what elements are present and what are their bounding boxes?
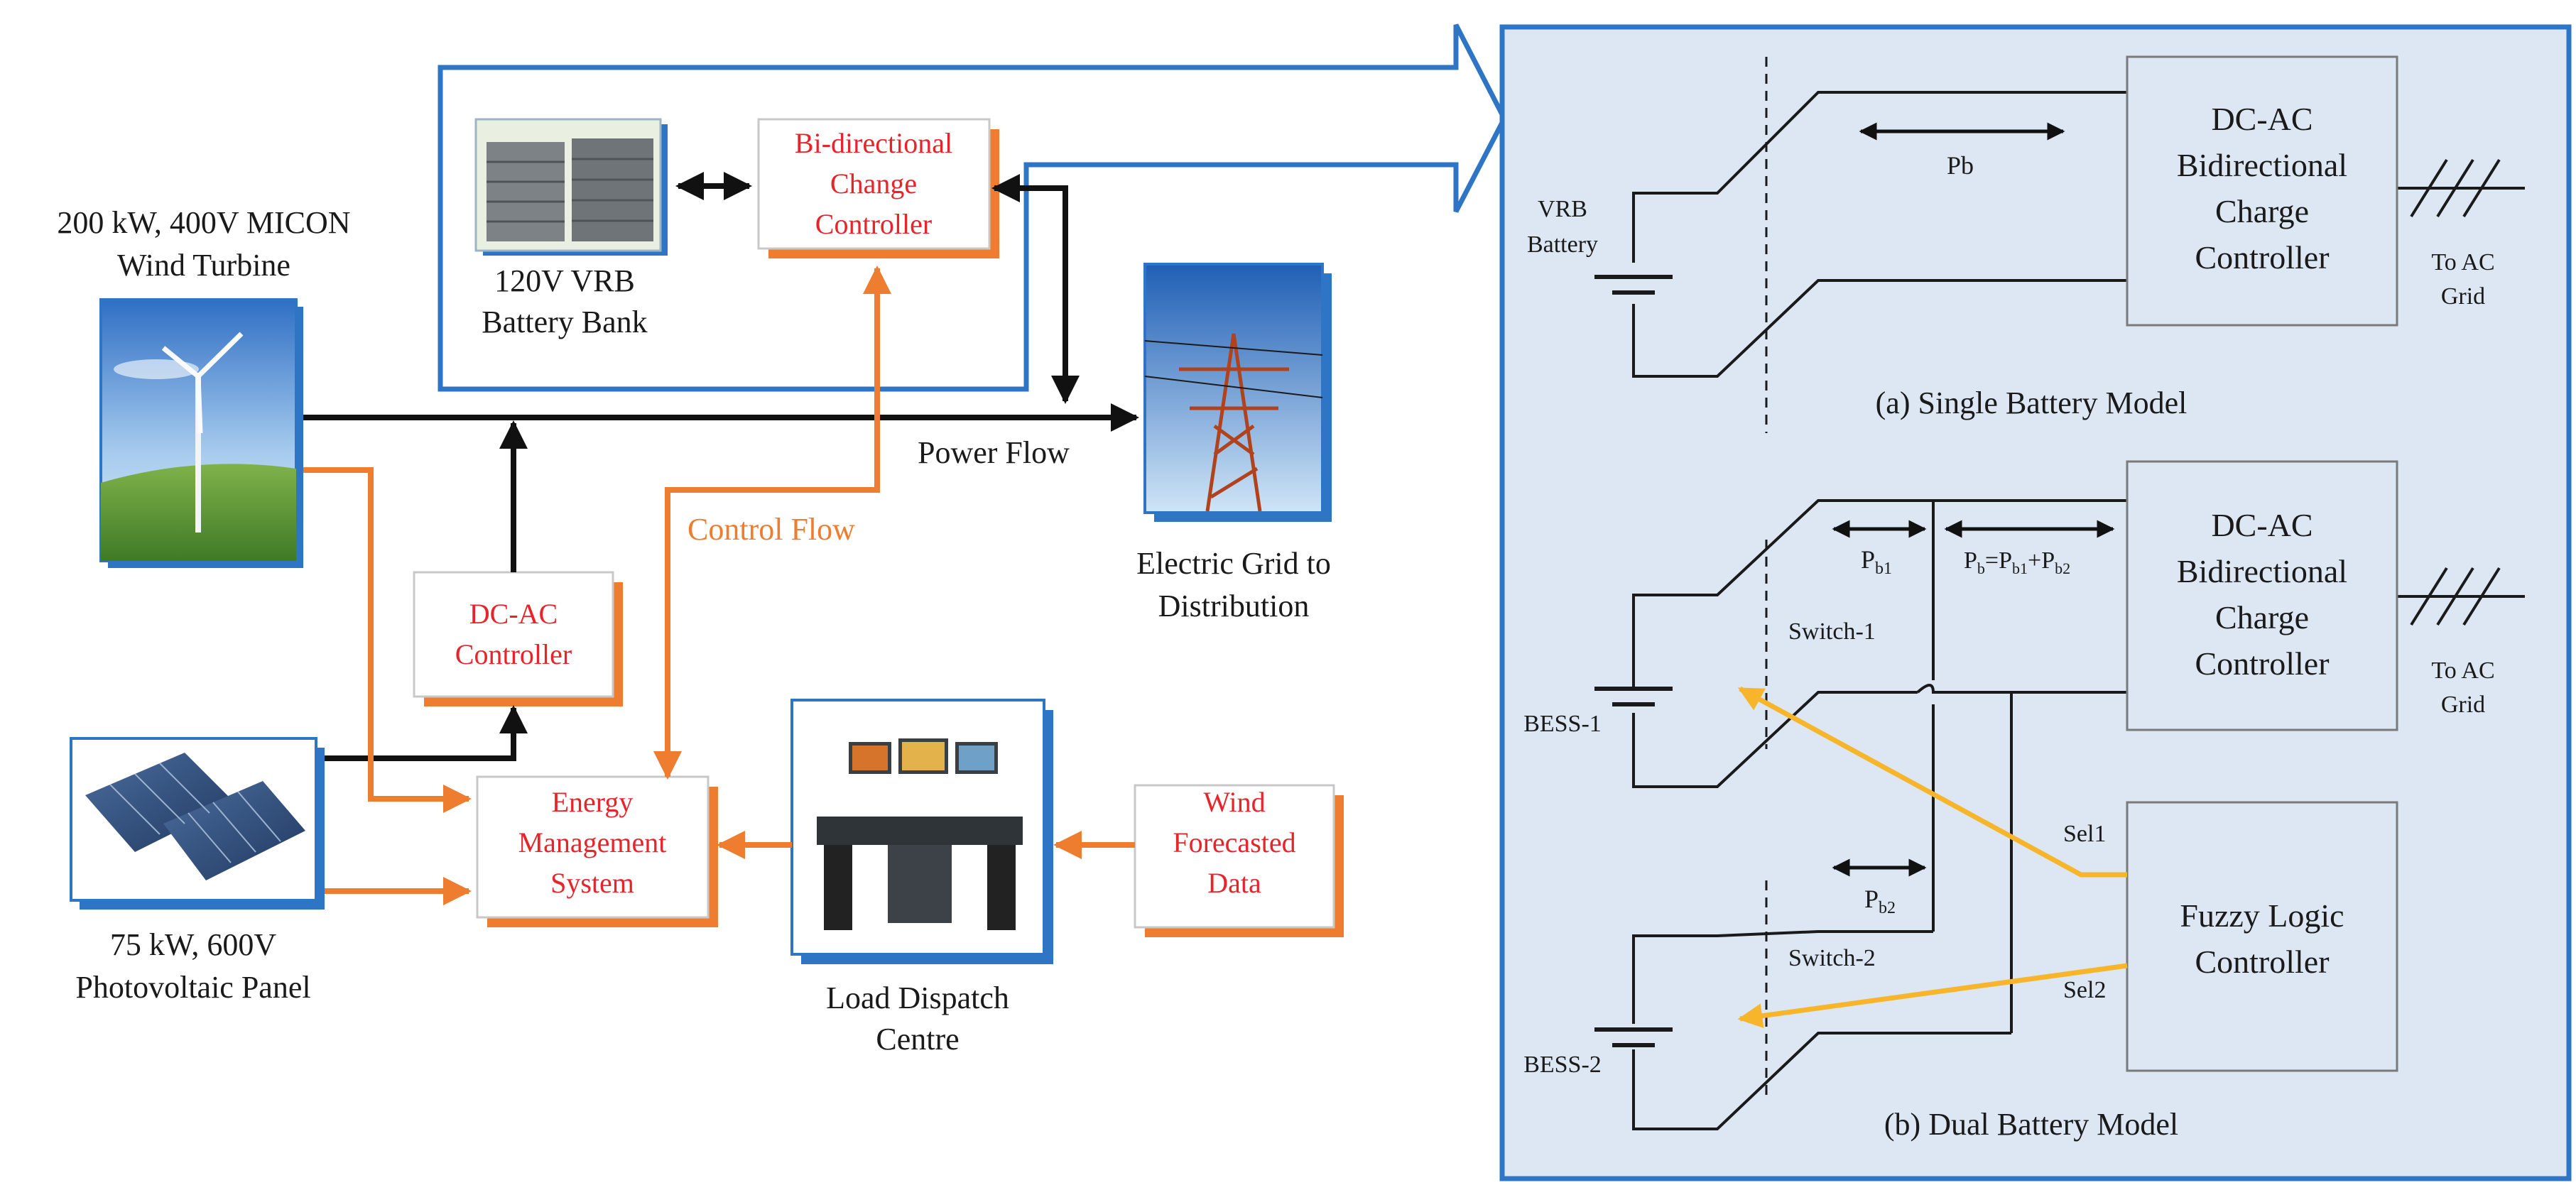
wind-forecast-label-3: Data [1207,867,1261,899]
wind-turbine-photo [99,298,303,568]
bidir-controller-label-3: Controller [815,208,932,240]
pv-panel-label-2: Photovoltaic Panel [75,970,310,1005]
battery-bank-label-1: 120V VRB [494,263,635,298]
ems-to-bidir-control [653,266,891,780]
sel2-signal [1737,963,2128,1029]
transmission-tower-photo [1143,263,1332,522]
electric-grid-label-1: Electric Grid to [1136,546,1331,581]
electric-grid-label-2: Distribution [1158,589,1310,623]
wind-forecast-box [1134,784,1344,937]
pb-label: Pb [1947,151,1974,180]
fuzzy-label-2: Controller [2195,944,2329,980]
switch2-label: Switch-2 [1788,945,1876,971]
dual-controller-label-2: Bidirectional [2177,553,2347,589]
single-to-grid-label-1: To AC [2431,249,2494,275]
detail-panel [1499,24,2572,1181]
single-caption: (a) Single Battery Model [1876,386,2188,420]
single-controller-label-3: Charge [2215,193,2309,229]
wind-turbine-label-2: Wind Turbine [117,248,290,283]
ems-label-1: Energy [552,786,634,818]
sel1-signal [1737,686,2127,878]
sel2-label: Sel2 [2063,977,2106,1003]
wind-forecast-label-1: Wind [1203,786,1265,818]
control-flow-label: Control Flow [688,512,855,547]
controller-grid-link [991,174,1080,404]
bess2-label: BESS-2 [1523,1052,1602,1078]
dcac-controller-label-2: Controller [455,638,572,670]
power-flow-label: Power Flow [918,435,1070,470]
dcac-controller-box [413,571,623,706]
bidir-controller-label-2: Change [830,168,917,200]
pv-to-dcac-line [325,705,528,761]
dual-to-grid-label-2: Grid [2441,692,2485,718]
dual-dcac-controller [2126,460,2398,731]
ems-label-2: Management [518,826,667,858]
bidir-controller-box [757,118,999,258]
battery-bank-label-2: Battery Bank [482,305,647,339]
vrb-battery-label-2: Battery [1527,231,1598,258]
dual-controller-label-3: Charge [2215,599,2309,635]
vrb-battery-label-1: VRB [1538,196,1587,222]
sel1-label: Sel1 [2063,821,2106,847]
solar-panel-photo [70,737,325,910]
dual-battery-circuit [1594,499,2525,1130]
single-controller-label-2: Bidirectional [2177,147,2347,183]
load-dispatch-label-2: Centre [876,1022,959,1057]
wind-to-ems-control [303,467,472,813]
vrb-battery-photo [474,118,668,256]
pv-panel-label-1: 75 kW, 600V [110,927,276,962]
ems-box [476,775,718,927]
pb2-label: Pb2 [1864,885,1896,917]
load-dispatch-label-1: Load Dispatch [826,981,1009,1015]
ems-label-3: System [550,867,634,899]
single-controller-label-4: Controller [2195,239,2329,275]
bess1-label: BESS-1 [1523,711,1602,737]
dual-controller-label-4: Controller [2195,645,2329,682]
wind-turbine-label-1: 200 kW, 400V MICON [57,205,350,240]
dual-controller-label-1: DC-AC [2211,507,2313,543]
wind-forecast-label-2: Forecasted [1173,826,1295,858]
dcac-controller-label-1: DC-AC [469,598,558,630]
single-controller-label-1: DC-AC [2211,101,2313,137]
bidir-controller-label-1: Bi-directional [795,127,952,159]
switch1-label: Switch-1 [1788,618,1876,645]
pb1-label: Pb1 [1861,545,1892,578]
single-battery-circuit [1594,57,2525,433]
fuzzy-label-1: Fuzzy Logic [2180,897,2344,934]
single-to-grid-label-2: Grid [2441,283,2485,310]
single-dcac-controller [2126,55,2398,327]
dual-to-grid-label-1: To AC [2431,657,2494,684]
fuzzy-logic-controller [2126,801,2398,1072]
dual-caption: (b) Dual Battery Model [1884,1107,2178,1142]
control-room-photo [790,699,1053,964]
pb-sum-label: Pb=Pb1+Pb2 [1964,547,2070,577]
